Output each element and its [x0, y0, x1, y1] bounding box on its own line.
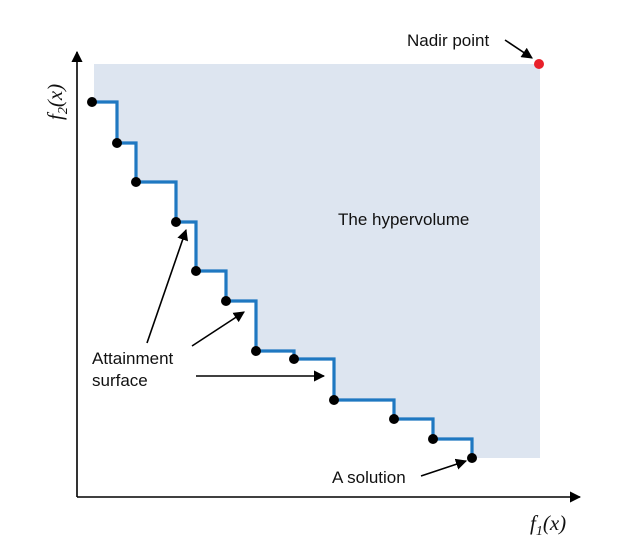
nadir-arrow [504, 39, 533, 59]
solution-arrow [420, 458, 468, 477]
attainment-arrow-2 [191, 311, 245, 347]
solution-dot [171, 217, 181, 227]
x-axis-label-f: f [530, 511, 539, 535]
solution-dot [467, 453, 477, 463]
attainment-label-line1: Attainment [92, 349, 174, 368]
nadir-label: Nadir point [407, 31, 489, 50]
solution-dot [221, 296, 231, 306]
y-axis-label-f: f [43, 111, 67, 120]
solution-points [87, 97, 477, 463]
y-axis-label-sub: 2 [56, 107, 71, 114]
x-axis-label-arg: (x) [543, 511, 566, 535]
solution-dot [289, 354, 299, 364]
solution-dot [251, 346, 261, 356]
solution-dot [131, 177, 141, 187]
hypervolume-label: The hypervolume [338, 210, 469, 229]
hypervolume-region [94, 64, 540, 458]
x-axis-label: f1(x) [530, 511, 566, 539]
attainment-label-line2: surface [92, 371, 148, 390]
solution-dot [87, 97, 97, 107]
solution-dot [329, 395, 339, 405]
y-axis-label-arg: (x) [43, 84, 67, 107]
solution-dot [389, 414, 399, 424]
solution-dot [191, 266, 201, 276]
solution-dot [112, 138, 122, 148]
solution-dot [428, 434, 438, 444]
solution-label: A solution [332, 468, 406, 487]
y-axis-label: f2(x) [43, 84, 71, 120]
x-axis-label-sub: 1 [536, 524, 543, 539]
attainment-arrow-1 [146, 228, 189, 344]
attainment-surface-line [92, 100, 474, 458]
nadir-dot [534, 59, 544, 69]
